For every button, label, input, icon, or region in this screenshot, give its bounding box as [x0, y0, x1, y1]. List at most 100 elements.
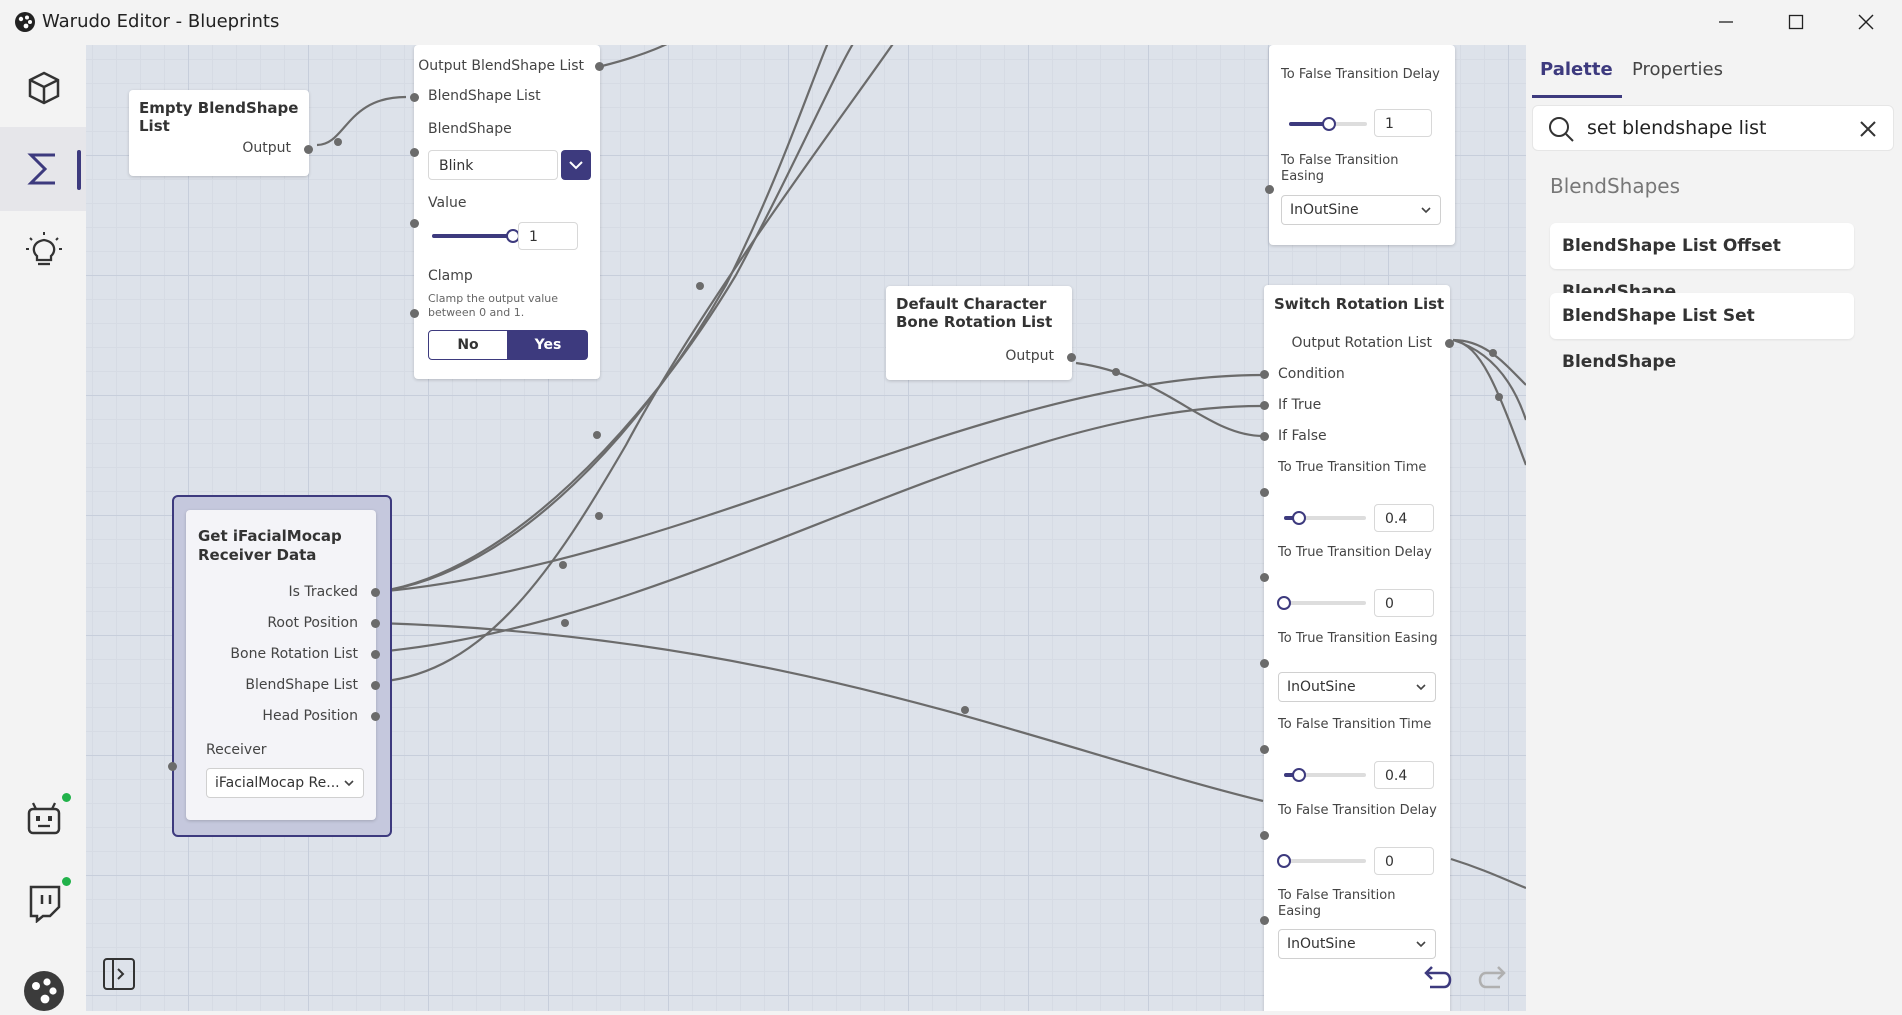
redo-button[interactable]: [1474, 959, 1508, 993]
clear-icon[interactable]: [1859, 120, 1877, 138]
input-pin[interactable]: [168, 762, 177, 771]
input-pin[interactable]: [1260, 401, 1269, 410]
input-pin[interactable]: [1260, 573, 1269, 582]
receiver-select[interactable]: iFacialMocap Re...: [206, 768, 364, 798]
input-pin[interactable]: [410, 309, 419, 318]
node-switch-fragment[interactable]: To False Transition Delay 1 To False Tra…: [1265, 45, 1455, 245]
input-port-label: BlendShape List: [428, 88, 541, 104]
false-transition-time-label: To False Transition Time: [1278, 717, 1432, 732]
input-pin[interactable]: [410, 148, 419, 157]
input-pin[interactable]: [1260, 831, 1269, 840]
undo-button[interactable]: [1422, 959, 1456, 993]
false-transition-delay-label: To False Transition Delay: [1278, 803, 1437, 818]
input-pin[interactable]: [1260, 659, 1269, 668]
input-pin[interactable]: [1260, 745, 1269, 754]
true-transition-easing-value: InOutSine: [1287, 679, 1356, 695]
output-port-label: BlendShape List: [245, 677, 358, 693]
node-set-blendshape[interactable]: Output BlendShape List BlendShape List B…: [410, 45, 604, 379]
output-pin[interactable]: [304, 145, 313, 154]
clamp-description: Clamp the output value between 0 and 1.: [428, 292, 559, 319]
input-pin[interactable]: [410, 219, 419, 228]
blendshape-dropdown-button[interactable]: [561, 150, 591, 180]
output-port-label: Output: [242, 140, 291, 156]
output-pin[interactable]: [371, 650, 380, 659]
transition-delay-input[interactable]: 1: [1374, 109, 1432, 137]
minimize-button[interactable]: [1706, 8, 1746, 36]
input-pin[interactable]: [410, 93, 419, 102]
output-pin[interactable]: [1067, 353, 1076, 362]
blueprint-sigma-icon: [27, 153, 55, 185]
maximize-button[interactable]: [1776, 8, 1816, 36]
input-pin[interactable]: [1260, 916, 1269, 925]
output-port-label: Output Rotation List: [1291, 335, 1432, 351]
transition-delay-slider-knob[interactable]: [1322, 117, 1336, 131]
transition-delay-label: To False Transition Delay: [1281, 67, 1440, 82]
toggle-sidebar-button[interactable]: [102, 957, 136, 991]
true-transition-time-label: To True Transition Time: [1278, 460, 1427, 475]
node-get-ifacialmocap-receiver-data[interactable]: Get iFacialMocap Receiver Data Is Tracke…: [168, 510, 380, 820]
transition-easing-select[interactable]: InOutSine: [1281, 195, 1441, 225]
twitch-icon: [29, 885, 61, 923]
palette-item[interactable]: BlendShape List Offset BlendShape: [1550, 223, 1854, 302]
window-title: Warudo Editor - Blueprints: [42, 11, 280, 32]
online-status-dot: [62, 793, 71, 802]
clamp-no-button[interactable]: No: [428, 330, 508, 360]
true-transition-delay-slider[interactable]: [1284, 601, 1366, 605]
false-transition-delay-slider-knob[interactable]: [1277, 854, 1291, 868]
sidebar-item-scene[interactable]: [20, 64, 68, 112]
false-transition-time-slider-knob[interactable]: [1292, 768, 1306, 782]
true-transition-delay-input[interactable]: 0: [1374, 589, 1434, 617]
true-transition-time-slider-knob[interactable]: [1292, 511, 1306, 525]
true-transition-delay-slider-knob[interactable]: [1277, 596, 1291, 610]
node-title: Get iFacialMocap Receiver Data: [198, 527, 342, 564]
search-input[interactable]: set blendshape list: [1587, 117, 1767, 139]
false-transition-time-input[interactable]: 0.4: [1374, 761, 1434, 789]
input-pin[interactable]: [1260, 432, 1269, 441]
clamp-yes-button[interactable]: Yes: [508, 330, 588, 360]
output-pin[interactable]: [371, 681, 380, 690]
input-pin[interactable]: [1265, 185, 1274, 194]
false-transition-delay-input[interactable]: 0: [1374, 847, 1434, 875]
false-transition-easing-select[interactable]: InOutSine: [1278, 929, 1436, 959]
sidebar-item-twitch[interactable]: [20, 877, 71, 927]
chevron-down-icon: [1421, 207, 1431, 214]
output-pin[interactable]: [1445, 339, 1454, 348]
palette-search[interactable]: set blendshape list: [1532, 105, 1894, 151]
receiver-select-value: iFacialMocap Re...: [215, 775, 340, 791]
value-slider[interactable]: [432, 234, 512, 238]
tab-palette[interactable]: Palette: [1540, 59, 1613, 80]
node-default-character-bone-rotation-list[interactable]: Default Character Bone Rotation List Out…: [886, 286, 1076, 380]
sidebar-item-blueprints[interactable]: [20, 145, 68, 193]
true-transition-easing-select[interactable]: InOutSine: [1278, 672, 1436, 702]
transition-delay-slider-fill: [1289, 122, 1329, 126]
input-port-label: Condition: [1278, 366, 1345, 382]
output-port-label: Bone Rotation List: [230, 646, 358, 662]
output-pin[interactable]: [371, 712, 380, 721]
title-bar: Warudo Editor - Blueprints: [0, 0, 1902, 45]
sidebar-item-ideas[interactable]: [20, 226, 68, 274]
output-pin[interactable]: [595, 62, 604, 71]
input-pin[interactable]: [1260, 488, 1269, 497]
true-transition-time-input[interactable]: 0.4: [1374, 504, 1434, 532]
sidebar-item-settings[interactable]: [20, 967, 68, 1015]
node-empty-blendshape-list[interactable]: Empty BlendShape List Output: [129, 90, 313, 176]
tab-properties[interactable]: Properties: [1632, 59, 1723, 80]
node-switch-rotation-list[interactable]: Switch Rotation List Output Rotation Lis…: [1260, 285, 1454, 1011]
close-button[interactable]: [1846, 8, 1886, 36]
blendshape-select[interactable]: Blink: [428, 150, 558, 180]
false-transition-easing-label: To False Transition Easing: [1278, 888, 1396, 919]
output-pin[interactable]: [371, 619, 380, 628]
node-title: Default Character Bone Rotation List: [896, 295, 1053, 331]
output-port-label: Root Position: [267, 615, 358, 631]
sidebar-item-character-mode[interactable]: [20, 793, 71, 843]
value-input[interactable]: 1: [518, 222, 578, 250]
online-status-dot: [62, 877, 71, 886]
false-transition-delay-slider[interactable]: [1284, 859, 1366, 863]
blueprint-canvas[interactable]: Empty BlendShape List Output Output Blen…: [86, 45, 1526, 1011]
toggle-sidebar-icon: [103, 958, 135, 990]
palette-item[interactable]: BlendShape List Set BlendShape: [1550, 293, 1854, 372]
input-port-label: If False: [1278, 428, 1327, 444]
minimize-icon: [1719, 21, 1733, 23]
output-pin[interactable]: [371, 588, 380, 597]
input-pin[interactable]: [1260, 370, 1269, 379]
